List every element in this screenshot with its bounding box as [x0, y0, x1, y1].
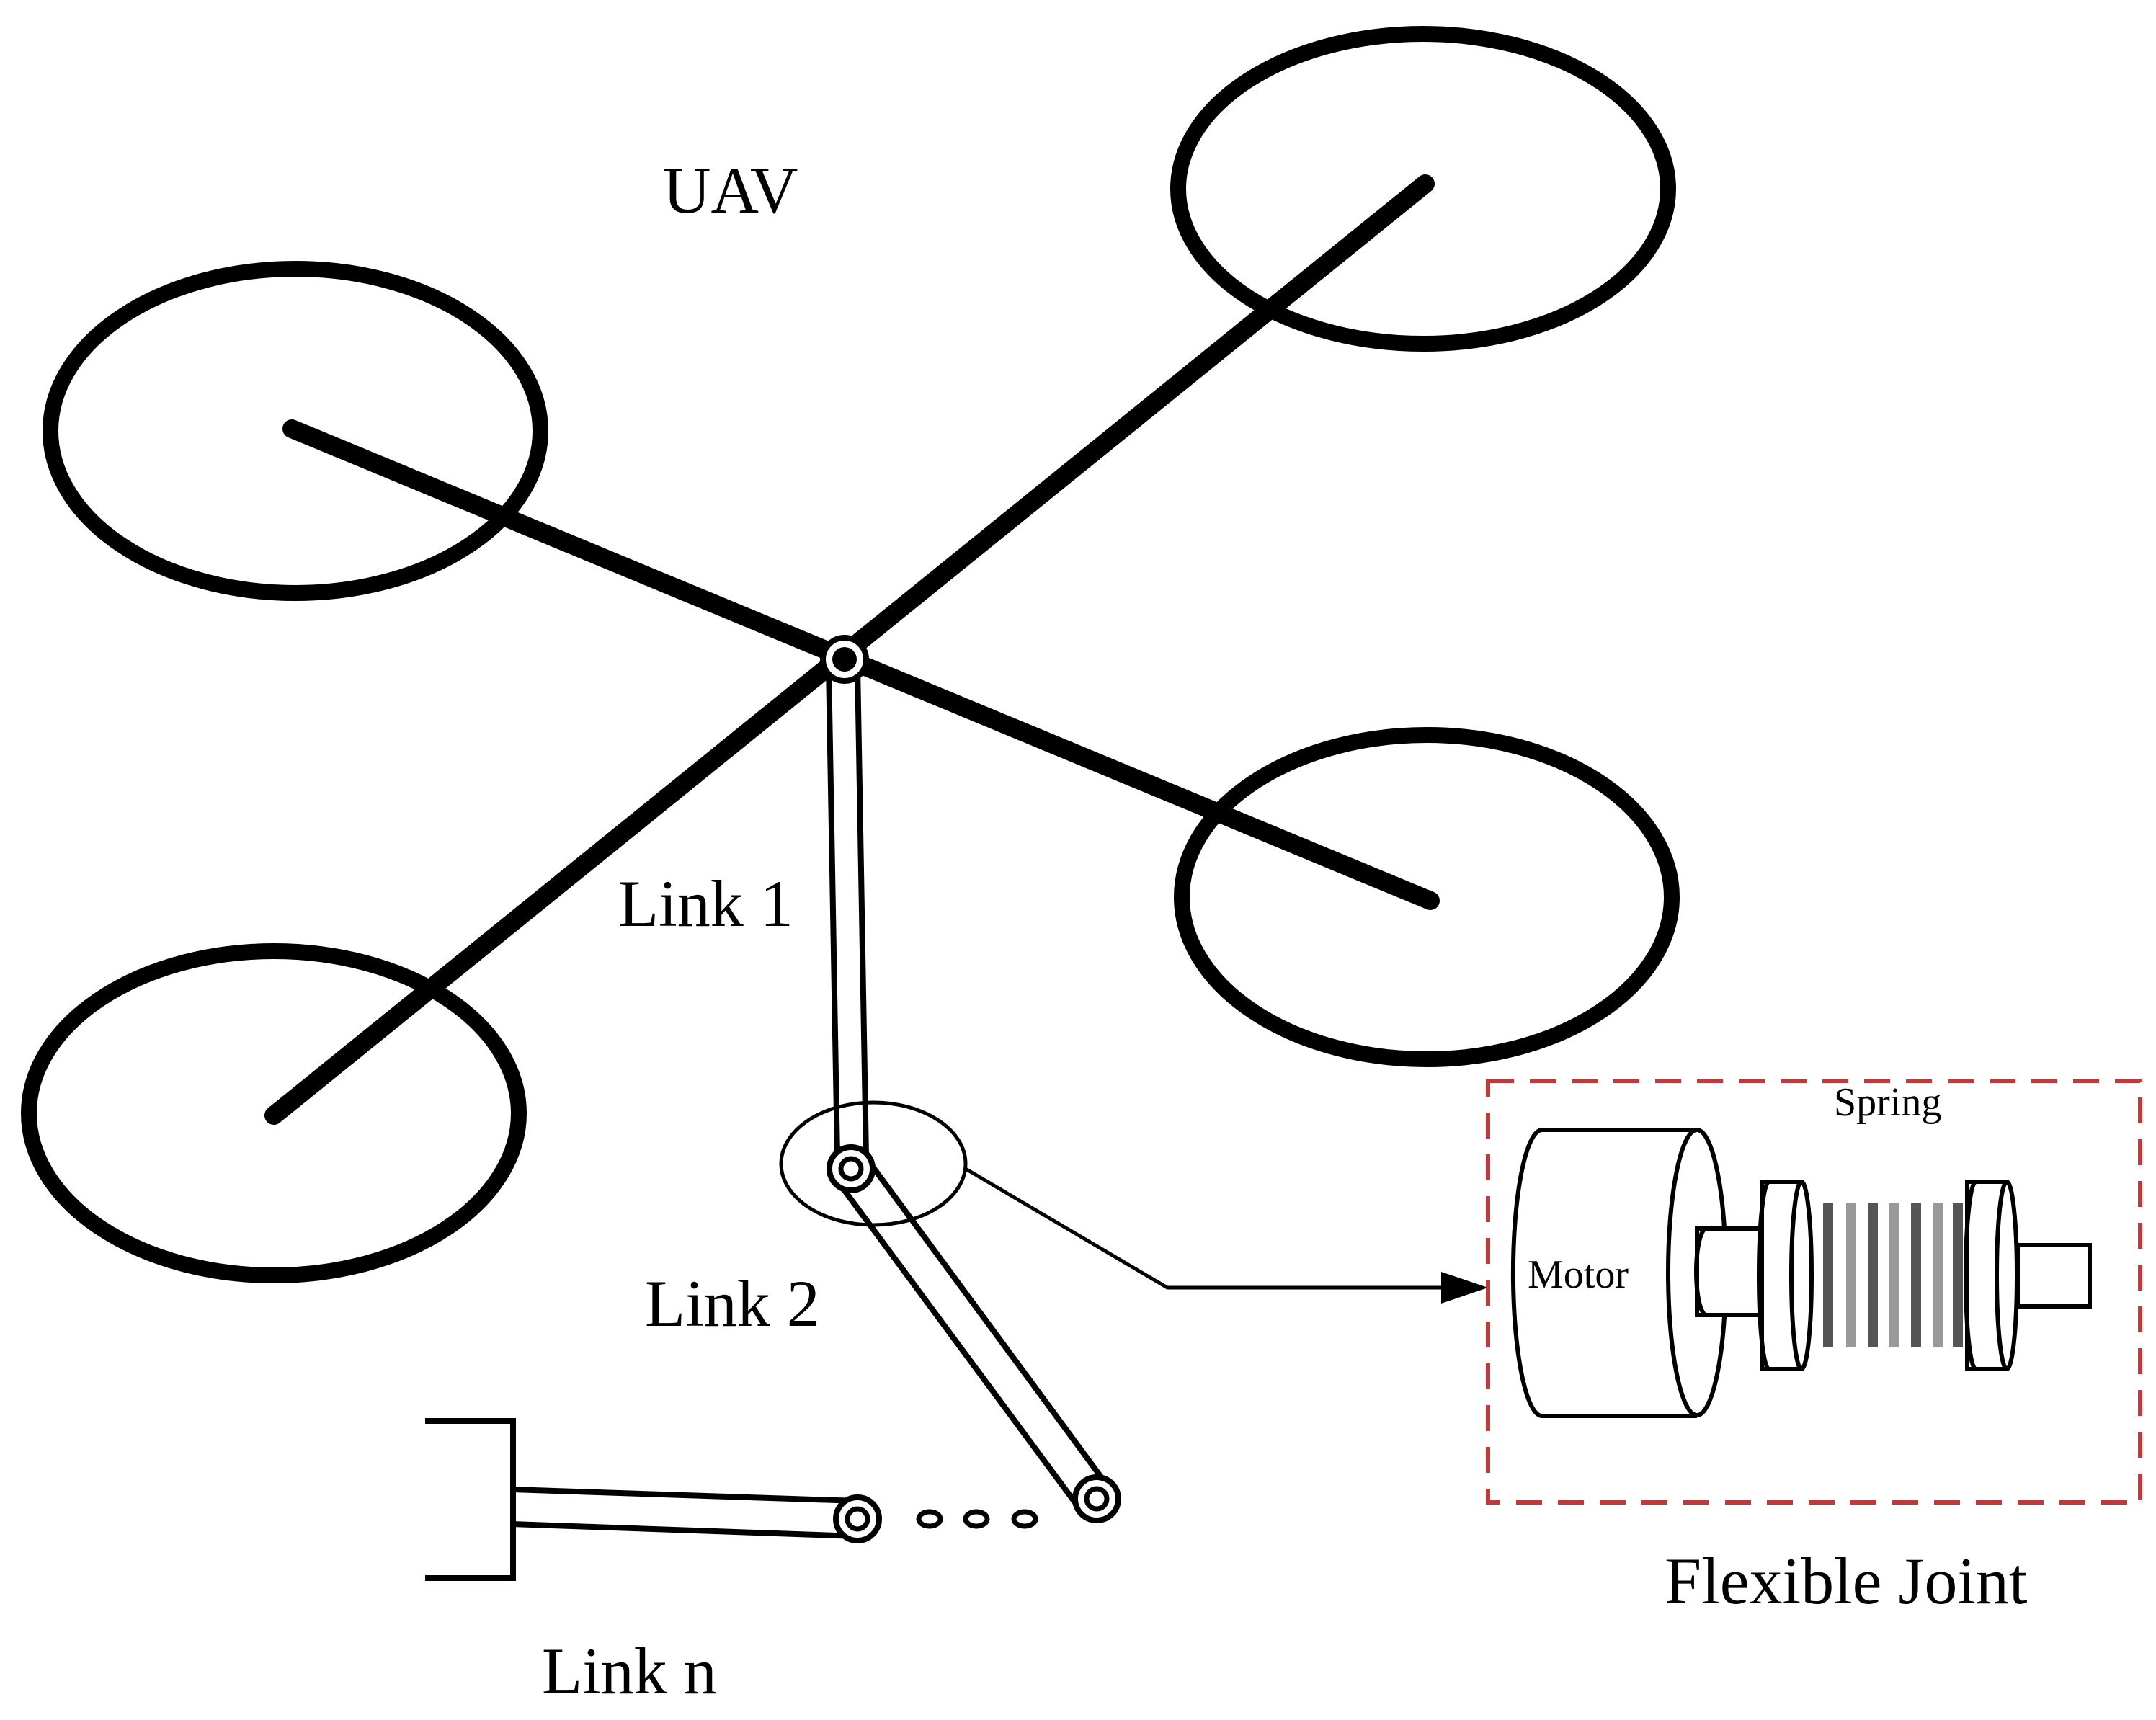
link-2-bar — [835, 1151, 1110, 1510]
callout-arrow — [964, 1167, 1488, 1304]
hub-joint — [820, 635, 869, 684]
joint-link-n — [833, 1494, 882, 1543]
end-effector — [425, 1418, 516, 1581]
spring-disk-right — [1964, 1180, 2019, 1371]
spring-disk-left — [1757, 1180, 1814, 1371]
label-motor: Motor — [1528, 1252, 1629, 1297]
joint-link-2-end — [1072, 1474, 1121, 1523]
motor-shaft — [1694, 1226, 1764, 1317]
rotor-top-left — [43, 261, 548, 601]
joint-highlight-ellipse — [779, 1100, 968, 1227]
label-link-n: Link n — [542, 1634, 717, 1708]
link-n-bar — [511, 1487, 858, 1539]
link-1-bar — [826, 666, 869, 1157]
joint-1-2 — [827, 1144, 876, 1193]
label-link-1: Link 1 — [618, 867, 793, 940]
label-flexible-joint: Flexible Joint — [1665, 1544, 2028, 1618]
label-spring: Spring — [1834, 1080, 1941, 1125]
rotor-top-right — [1170, 26, 1676, 352]
rotor-bottom-left — [21, 943, 527, 1283]
ellipsis-dots — [916, 1509, 1038, 1529]
flexible-joint-box — [1486, 1079, 2142, 1505]
output-shaft — [2015, 1243, 2092, 1309]
label-uav: UAV — [663, 153, 798, 227]
spring-coils — [1823, 1203, 1963, 1347]
label-link-2: Link 2 — [645, 1267, 820, 1340]
rotors — [21, 26, 1680, 1283]
rotor-bottom-right — [1174, 727, 1680, 1067]
